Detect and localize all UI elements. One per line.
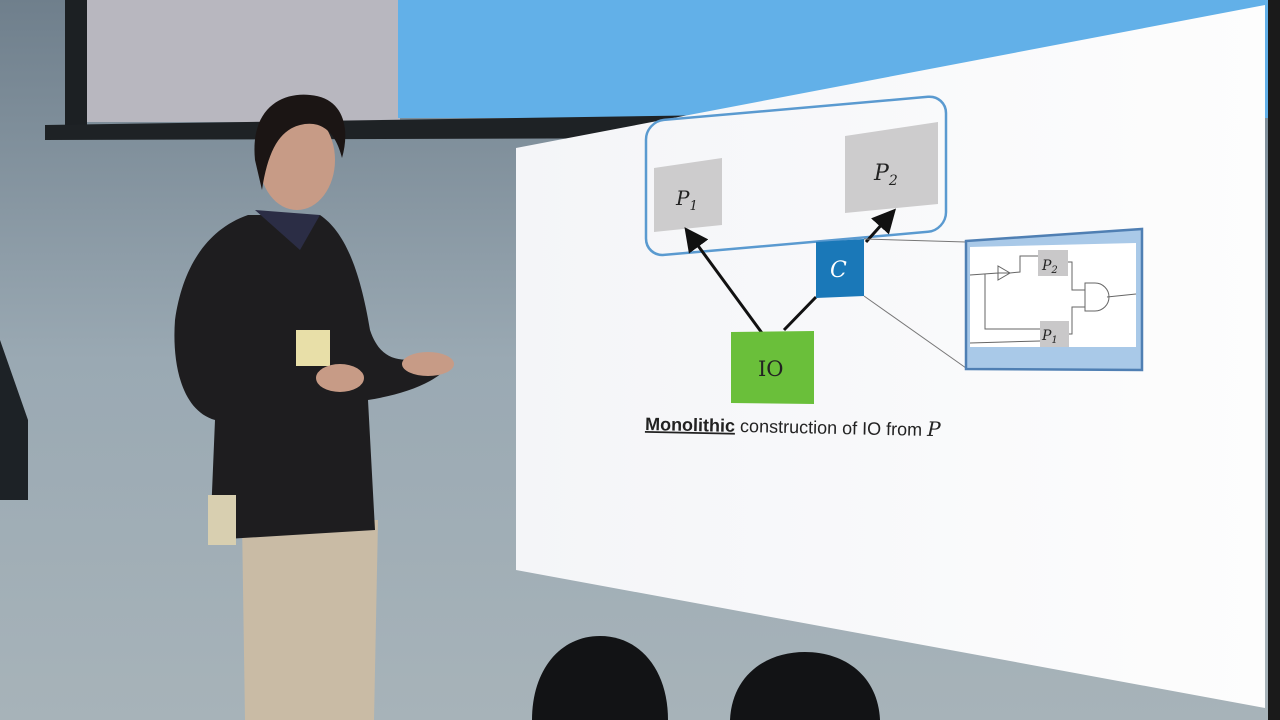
svg-text:P2: P2 (1041, 258, 1058, 276)
circuit-zoom-panel: P2 P1 (964, 227, 1144, 372)
box-p2: P2 (845, 122, 938, 213)
slide-caption: Monolithic construction of IO from P (645, 411, 942, 441)
svg-text:P2: P2 (873, 161, 898, 189)
upper-screen-gray (85, 0, 400, 122)
wall-sign (208, 495, 236, 545)
slide: P1 P2 C IO (516, 5, 1265, 708)
audience-head-1 (532, 636, 668, 720)
left-edge-object (0, 340, 28, 500)
zoom-line-bottom (863, 295, 967, 369)
speaker-sweater (174, 215, 445, 540)
speaker-hand-left (316, 364, 364, 392)
speaker-trousers (242, 520, 378, 720)
box-c: C (816, 239, 864, 298)
audience-head-2 (730, 652, 880, 720)
box-io: IO (731, 331, 814, 404)
svg-text:IO: IO (758, 357, 784, 381)
group-frame (644, 95, 948, 257)
svg-text:P1: P1 (1041, 328, 1058, 346)
speaker (174, 94, 454, 720)
circuit-p1-gate (1040, 321, 1069, 347)
speaker-collar (255, 210, 320, 250)
speaker-hand-right (402, 352, 454, 376)
circuit-p2-gate (1038, 250, 1068, 276)
speaker-hair (254, 94, 346, 190)
screen-bottom-bar (45, 115, 720, 140)
screen-frame-left (65, 0, 87, 128)
arrow-io-to-p1 (684, 227, 764, 334)
svg-text:C: C (830, 258, 847, 283)
name-badge (296, 330, 330, 366)
svg-text:P1: P1 (675, 186, 698, 214)
arrow-c-to-p2 (864, 208, 897, 244)
right-edge-dark (1268, 0, 1280, 720)
box-p1: P1 (654, 158, 722, 232)
line-io-to-c (782, 295, 818, 332)
svg-text:Monolithic construction of IO: Monolithic construction of IO from P (645, 411, 942, 441)
zoom-line-top (863, 238, 967, 243)
